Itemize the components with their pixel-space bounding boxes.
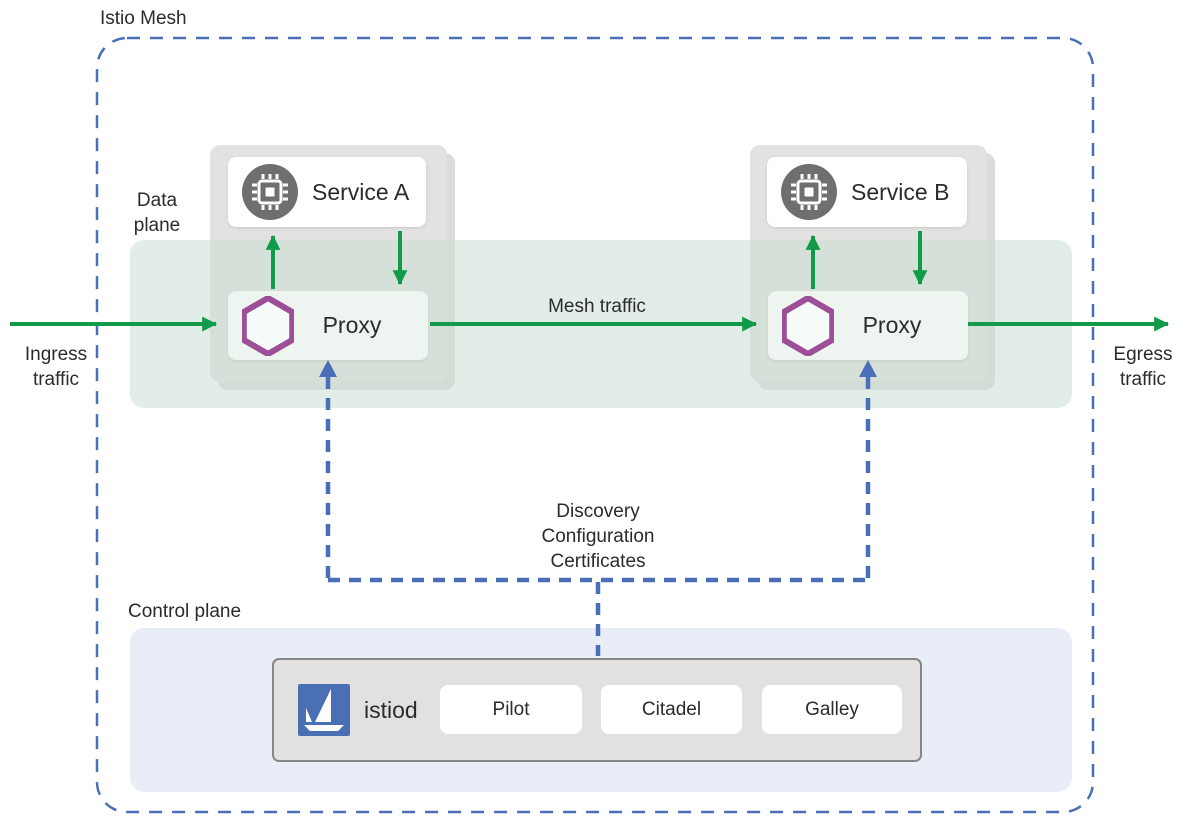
data-plane-label: Data plane <box>133 190 181 236</box>
control-channel-line-certificates: Certificates <box>550 551 646 572</box>
control-channel-line-configuration: Configuration <box>541 526 655 547</box>
microchip-icon <box>242 164 298 220</box>
istiod-component-galley: Galley <box>762 685 902 734</box>
proxy-b-box: Proxy <box>768 291 968 360</box>
service-a-box: Service A <box>228 157 426 227</box>
egress-traffic-label: Egress traffic <box>1113 344 1173 390</box>
mesh-traffic-label: Mesh traffic <box>548 296 646 317</box>
istio-mesh-title: Istio Mesh <box>100 8 187 29</box>
ingress-traffic-label: Ingress traffic <box>24 344 88 390</box>
control-channel-line-discovery: Discovery <box>556 501 640 522</box>
microchip-icon <box>781 164 837 220</box>
proxy-a-box: Proxy <box>228 291 428 360</box>
istiod-component-pilot: Pilot <box>440 685 582 734</box>
istio-logo-icon <box>298 684 350 736</box>
service-b-box: Service B <box>767 157 967 227</box>
service-a-name: Service A <box>312 178 410 205</box>
control-channel-label: Discovery Configuration Certificates <box>500 499 696 574</box>
proxy-a-label: Proxy <box>322 312 382 338</box>
istiod-name: istiod <box>364 696 418 723</box>
service-b-name: Service B <box>851 178 950 205</box>
proxy-b-label: Proxy <box>862 312 922 338</box>
proxy-hexagon-icon <box>242 295 294 356</box>
control-plane-label: Control plane <box>128 601 242 622</box>
proxy-hexagon-icon <box>782 295 834 356</box>
istiod-component-citadel: Citadel <box>601 685 742 734</box>
